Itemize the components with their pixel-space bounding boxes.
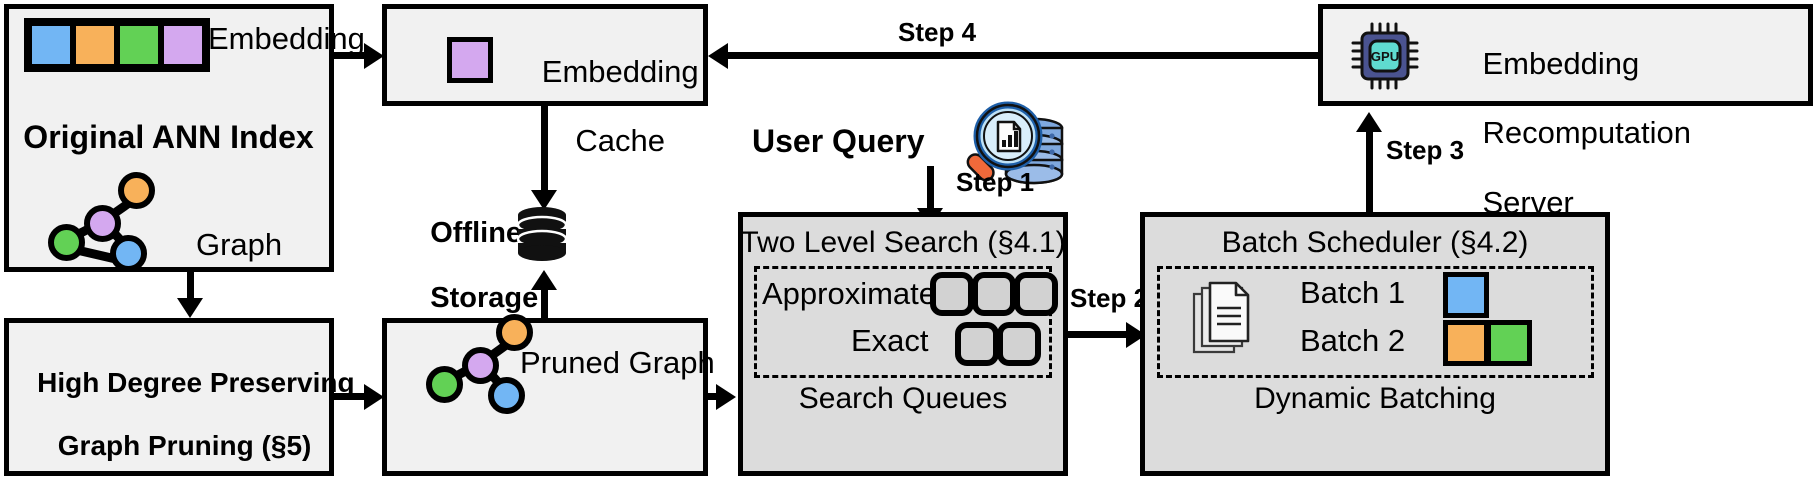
pruned-node-green (426, 366, 463, 403)
batch-1-label: Batch 1 (1300, 275, 1406, 310)
arrow-step4-line (722, 52, 1318, 59)
arrow-cache-to-storage-head (531, 190, 557, 210)
graph-node-blue (110, 235, 147, 272)
arrow-index-to-pruning-line (187, 272, 194, 300)
approximate-row-label: Approximate (762, 276, 937, 311)
recomputation-server-line2: Recomputation (1482, 115, 1691, 151)
embedding-cache-line2: Cache (575, 123, 666, 159)
approximate-slot-2 (1014, 272, 1058, 316)
magnifier-database-icon (962, 98, 1074, 199)
pruned-node-blue (488, 377, 525, 414)
arrow-step2-line (1068, 331, 1142, 338)
arrow-step1-line (927, 166, 934, 212)
arrow-pruned-to-storage-head (531, 270, 557, 290)
offline-storage-line2: Storage (430, 282, 539, 315)
two-level-search-title: Two Level Search (§4.1) (740, 226, 1066, 259)
arrow-index-to-pruning-head (177, 298, 203, 318)
search-queues-dashed-region (754, 266, 1052, 378)
embedding-label: Embedding (208, 21, 365, 56)
embedding-cache-line1: Embedding (541, 53, 699, 89)
recomputation-server-line1: Embedding (1482, 45, 1640, 81)
arrow-index-to-cache-line (334, 52, 368, 59)
approximate-slot-0 (930, 272, 974, 316)
arrow-pruning-to-pruned-head (364, 384, 384, 410)
arrow-index-to-cache-head (364, 43, 384, 69)
step1-label: Step 1 (956, 167, 1035, 197)
arrow-pruned-to-search-head (716, 384, 736, 410)
exact-row-label: Exact (851, 323, 929, 358)
pruned-graph-label: Pruned Graph (520, 345, 715, 380)
graph-node-green (48, 224, 85, 261)
embedding-cell-0 (29, 23, 73, 67)
step3-label: Step 3 (1386, 135, 1465, 165)
graph-node-orange (118, 172, 155, 209)
pruned-node-orange (496, 314, 533, 351)
dynamic-batching-dashed-region (1157, 266, 1594, 378)
step2-label: Step 2 (1070, 283, 1149, 313)
user-query-label: User Query (752, 123, 925, 159)
embedding-strip (24, 18, 210, 72)
embedding-cell-2 (117, 23, 161, 67)
exact-slot-0 (955, 322, 999, 366)
step4-label: Step 4 (898, 17, 977, 47)
arrow-cache-to-storage-line (541, 106, 548, 192)
dynamic-batching-footer: Dynamic Batching (1254, 382, 1496, 415)
recomputation-server-title: Embedding Recomputation Server (1448, 12, 1691, 255)
approximate-slot-1 (972, 272, 1016, 316)
arrow-step3-head (1356, 112, 1382, 132)
search-queues-footer: Search Queues (798, 382, 1008, 415)
embedding-cell-3 (161, 23, 205, 67)
graph-pruning-title: High Degree Preserving Graph Pruning (§5… (6, 336, 354, 481)
embedding-cache-box (382, 4, 708, 106)
graph-pruning-box (4, 318, 334, 476)
arrow-step3-line (1366, 130, 1373, 212)
original-ann-index-title: Original ANN Index (23, 119, 314, 155)
graph-pruning-line2: Graph Pruning (§5) (57, 430, 312, 462)
gpu-icon-text: GPU (1371, 49, 1399, 64)
batch-2-label: Batch 2 (1300, 323, 1406, 358)
pruned-graph-box (382, 318, 708, 476)
arrow-step4-head (708, 43, 728, 69)
gpu-chip-icon: GPU (1351, 22, 1419, 95)
documents-icon (1190, 280, 1252, 361)
exact-slot-1 (997, 322, 1041, 366)
arrow-pruned-to-storage-line (541, 288, 548, 320)
graph-label: Graph (196, 227, 283, 262)
arrow-pruning-to-pruned-line (334, 393, 368, 400)
database-icon (516, 206, 568, 271)
graph-node-purple (84, 205, 121, 242)
batch-2-swatch-0 (1443, 320, 1489, 366)
embedding-cache-swatch (447, 37, 493, 83)
offline-storage-label: Offline Storage (398, 185, 538, 347)
graph-pruning-line1: High Degree Preserving (37, 367, 355, 399)
batch-1-swatch-0 (1443, 272, 1489, 318)
batch-2-swatch-1 (1486, 320, 1532, 366)
pruned-node-purple (462, 347, 499, 384)
embedding-cache-title: Embedding Cache (505, 20, 701, 194)
offline-storage-line1: Offline (430, 217, 523, 250)
recomputation-server-line3: Server (1482, 184, 1574, 220)
embedding-cell-1 (73, 23, 117, 67)
batch-scheduler-title: Batch Scheduler (§4.2) (1221, 226, 1529, 259)
